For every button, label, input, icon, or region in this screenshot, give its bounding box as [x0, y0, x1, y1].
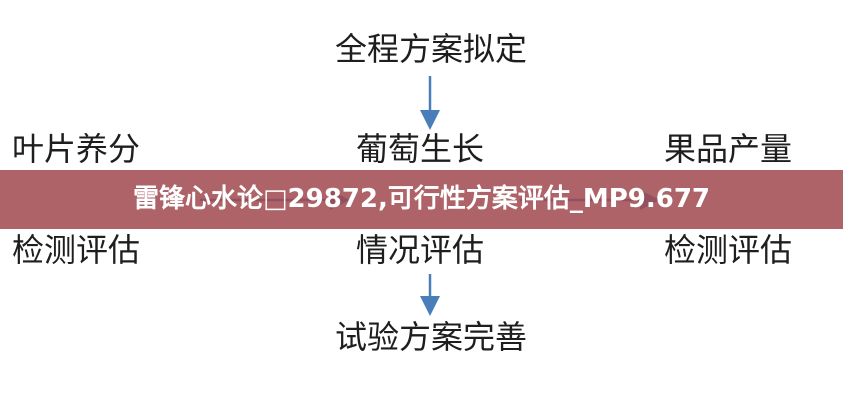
node-plan-improvement: 试验方案完善: [334, 318, 527, 356]
node-plan-formulation: 全程方案拟定: [334, 30, 527, 68]
node-line: 检测评估: [12, 231, 141, 269]
node-line: 葡萄生长: [356, 130, 485, 168]
overlay-banner: 雷锋心水论□29872,可行性方案评估_MP9.677: [0, 170, 843, 229]
overlay-title: 雷锋心水论□29872,可行性方案评估_MP9.677: [132, 184, 711, 214]
node-line: 叶片养分: [12, 130, 141, 168]
node-line: 情况评估: [356, 231, 485, 269]
node-line: 检测评估: [664, 231, 793, 269]
node-line: 果品产量: [664, 130, 793, 168]
